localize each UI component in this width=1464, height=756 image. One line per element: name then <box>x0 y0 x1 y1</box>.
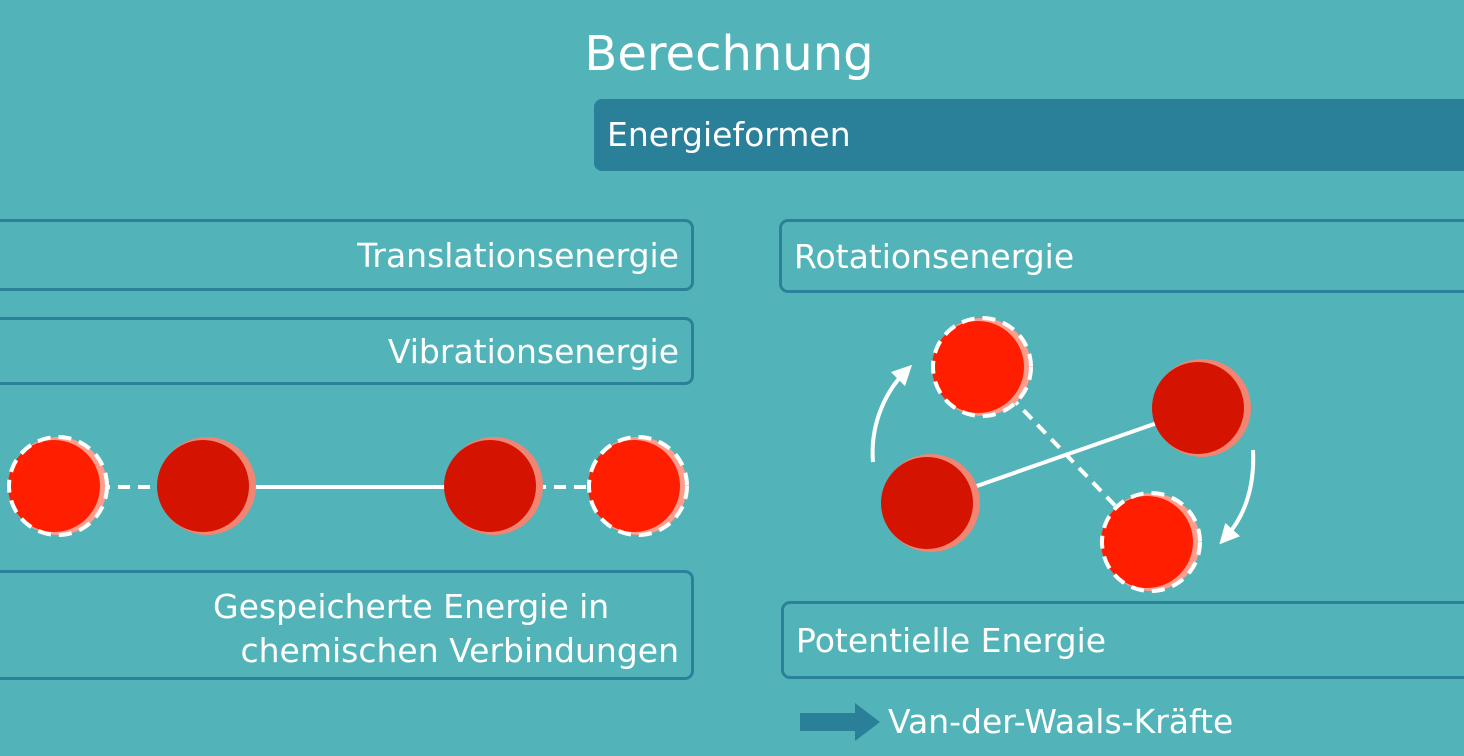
translation-energy-box: Translationsenergie <box>0 219 694 291</box>
chemical-energy-box: Gespeicherte Energie in chemischen Verbi… <box>0 570 694 680</box>
page-title: Berechnung <box>584 26 874 82</box>
vibration-atom-right <box>444 437 543 535</box>
rotation-atom-left <box>881 454 980 552</box>
rotation-arrow-right <box>1219 449 1256 545</box>
rotation-ghost-atom-bottom <box>1100 491 1202 593</box>
implication-arrow-icon <box>800 703 880 741</box>
vibration-energy-label: Vibrationsenergie <box>387 332 679 371</box>
rotation-ghost-atom-top <box>931 316 1033 418</box>
vibration-ghost-atom-left <box>7 435 109 537</box>
vibration-energy-box: Vibrationsenergie <box>0 317 694 385</box>
potential-energy-label: Potentielle Energie <box>796 621 1107 660</box>
rotation-atom-right <box>1152 359 1251 457</box>
potential-energy-box: Potentielle Energie <box>781 601 1464 679</box>
rotation-energy-label: Rotationsenergie <box>794 237 1075 276</box>
vibration-ghost-atom-right <box>587 435 689 537</box>
energy-forms-banner: Energieformen <box>594 99 1464 171</box>
translation-energy-label: Translationsenergie <box>357 236 679 275</box>
chemical-energy-label-line2: chemischen Verbindungen <box>240 631 680 670</box>
chemical-energy-label-line1: Gespeicherte Energie in <box>213 587 610 626</box>
rotation-arrow-left <box>870 364 913 463</box>
vibration-atom-left <box>157 437 256 535</box>
rotation-energy-box: Rotationsenergie <box>779 219 1464 293</box>
van-der-waals-label: Van-der-Waals-Kräfte <box>888 702 1234 741</box>
